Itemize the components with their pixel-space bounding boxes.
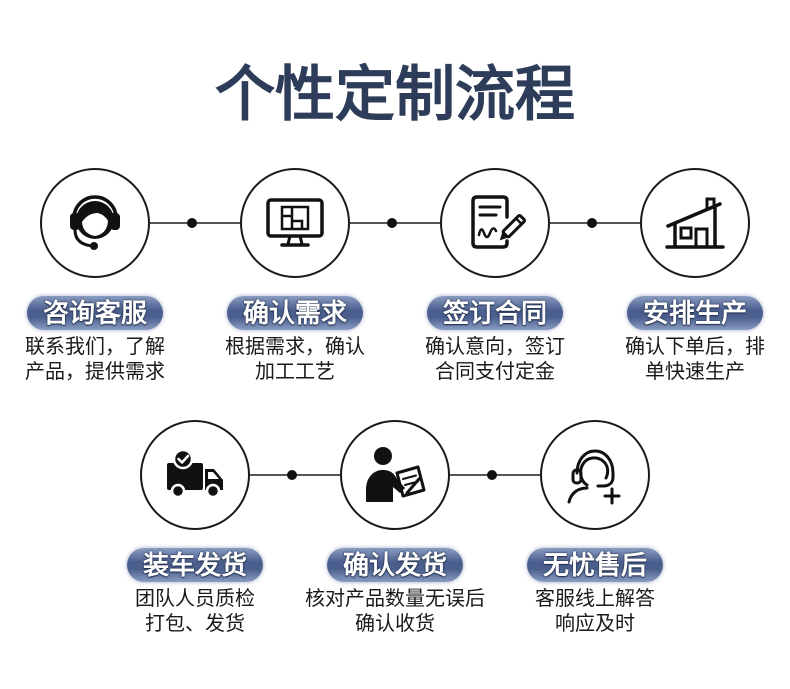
step-description-line: 合同支付定金	[435, 361, 555, 383]
page-title: 个性定制流程	[215, 61, 575, 128]
connector-dot	[487, 470, 497, 480]
computer-monitor-icon	[266, 198, 324, 247]
step-icon-circle	[640, 168, 750, 278]
connector-line	[350, 218, 440, 228]
connector-dot	[387, 218, 397, 228]
step-description-line: 确认下单后，排	[625, 336, 765, 358]
step-icon-circle	[440, 168, 550, 278]
step-description-line: 团队人员质检	[135, 588, 255, 610]
step-label-badge: 安排生产	[627, 296, 763, 330]
step-confirm-requirements: 确认需求 根据需求，确认 加工工艺	[205, 168, 385, 388]
step-label-badge: 无忧售后	[527, 548, 663, 582]
step-description-line: 确认收货	[355, 613, 435, 635]
step-description: 确认下单后，排 单快速生产	[625, 335, 765, 385]
step-description-line: 打包、发货	[145, 613, 245, 635]
person-clipboard-icon	[366, 447, 426, 502]
connector-line	[550, 218, 640, 228]
step-description-line: 响应及时	[555, 613, 635, 635]
contract-document-pen-icon	[471, 195, 527, 249]
step-load-and-ship: 装车发货 团队人员质检 打包、发货	[105, 420, 285, 640]
step-description-line: 产品，提供需求	[25, 361, 165, 383]
connector-line	[150, 218, 240, 228]
step-description: 客服线上解答 响应及时	[535, 587, 655, 637]
step-description-line: 根据需求，确认	[225, 336, 365, 358]
step-description: 根据需求，确认 加工工艺	[225, 335, 365, 385]
step-description: 团队人员质检 打包、发货	[135, 587, 255, 637]
step-label-badge: 装车发货	[127, 548, 263, 582]
connector-dot	[287, 470, 297, 480]
connector-dot	[587, 218, 597, 228]
step-description: 核对产品数量无误后 确认收货	[305, 587, 485, 637]
step-label-badge: 签订合同	[427, 296, 563, 330]
step-description: 联系我们，了解 产品，提供需求	[25, 335, 165, 385]
step-label-badge: 确认需求	[227, 296, 363, 330]
step-after-sales: 无忧售后 客服线上解答 响应及时	[505, 420, 685, 640]
step-label-badge: 确认发货	[327, 548, 463, 582]
step-confirm-delivery: 确认发货 核对产品数量无误后 确认收货	[305, 420, 485, 640]
factory-building-icon	[665, 197, 725, 249]
step-description-line: 核对产品数量无误后	[305, 588, 485, 610]
step-icon-circle	[240, 168, 350, 278]
step-icon-circle	[340, 420, 450, 530]
step-icon-circle	[40, 168, 150, 278]
step-description: 确认意向，签订 合同支付定金	[425, 335, 565, 385]
step-description-line: 确认意向，签订	[425, 336, 565, 358]
step-description-line: 联系我们，了解	[25, 336, 165, 358]
delivery-truck-check-icon	[167, 448, 223, 499]
connector-line	[250, 470, 340, 480]
step-arrange-production: 安排生产 确认下单后，排 单快速生产	[605, 168, 785, 388]
step-description-line: 加工工艺	[255, 361, 335, 383]
step-sign-contract: 签订合同 确认意向，签订 合同支付定金	[405, 168, 585, 388]
step-description-line: 客服线上解答	[535, 588, 655, 610]
process-row-bottom: 装车发货 团队人员质检 打包、发货 确认发货 核对产品数量无误后 确认收货	[0, 420, 790, 640]
process-row-top: 咨询客服 联系我们，了解 产品，提供需求 确认需求 根据需求，确认 加工工艺	[0, 168, 790, 388]
step-icon-circle	[540, 420, 650, 530]
customer-service-headset-icon	[70, 195, 120, 250]
after-sales-support-icon	[567, 449, 621, 505]
step-consult-service: 咨询客服 联系我们，了解 产品，提供需求	[5, 168, 185, 388]
connector-dot	[187, 218, 197, 228]
step-label-badge: 咨询客服	[27, 296, 163, 330]
step-description-line: 单快速生产	[645, 361, 745, 383]
step-icon-circle	[140, 420, 250, 530]
connector-line	[450, 470, 540, 480]
